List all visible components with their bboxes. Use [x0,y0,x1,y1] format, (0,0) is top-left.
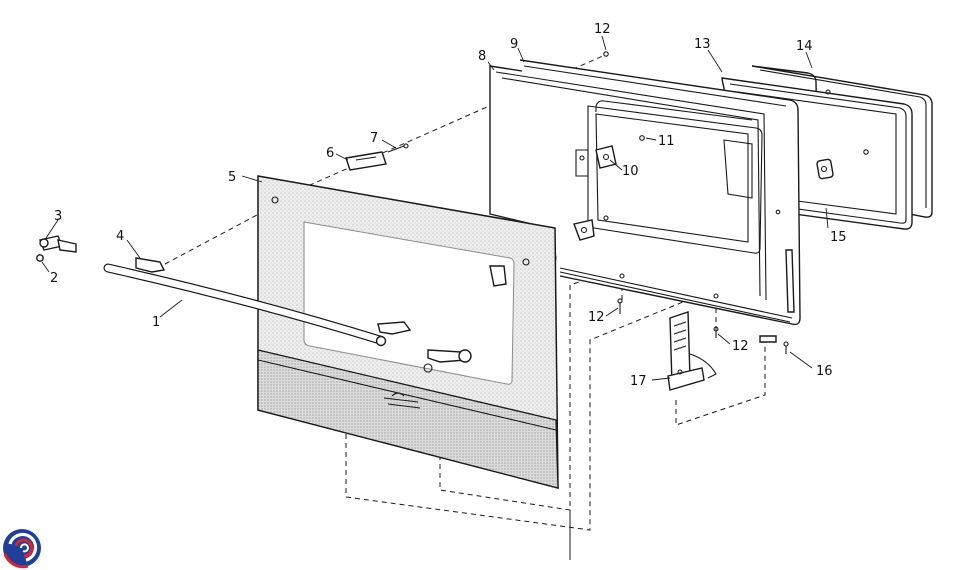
callout-5: 5 [228,170,236,185]
callout-16: 16 [816,364,833,379]
callout-9: 9 [510,37,518,52]
brand-swirl-logo [3,529,41,569]
screw-bottom-right [713,326,719,338]
callout-17: 17 [630,374,647,389]
callout-13: 13 [694,37,711,52]
callout-10: 10 [622,164,639,179]
handle-end-cap [36,235,77,262]
handle-support-right [377,321,472,363]
callout-4: 4 [116,229,124,244]
callout-1: 1 [152,315,160,330]
screw-top [603,51,609,57]
glass-clip [595,135,645,169]
callout-12-top: 12 [594,22,611,37]
callout-12-right: 12 [732,339,749,354]
outer-door-panel [257,175,559,489]
door-hinge [667,311,717,391]
callout-14: 14 [796,39,813,54]
handle-support-left [135,257,166,273]
door-inner-frame [489,59,801,326]
callout-15: 15 [830,230,847,245]
callout-2: 2 [50,271,58,286]
callout-6: 6 [326,146,334,161]
callout-11: 11 [658,134,675,149]
callout-labels: 1 2 3 4 5 6 7 8 9 10 11 12 12 12 13 14 1… [50,22,847,389]
callout-8: 8 [478,49,486,64]
callout-3: 3 [54,209,62,224]
door-handle [103,263,387,347]
screw-bottom-left [617,298,623,314]
leader-lines [41,35,829,381]
callout-12-left: 12 [588,310,605,325]
callout-7: 7 [370,131,378,146]
screw-16 [759,335,789,354]
top-clip [345,143,409,171]
